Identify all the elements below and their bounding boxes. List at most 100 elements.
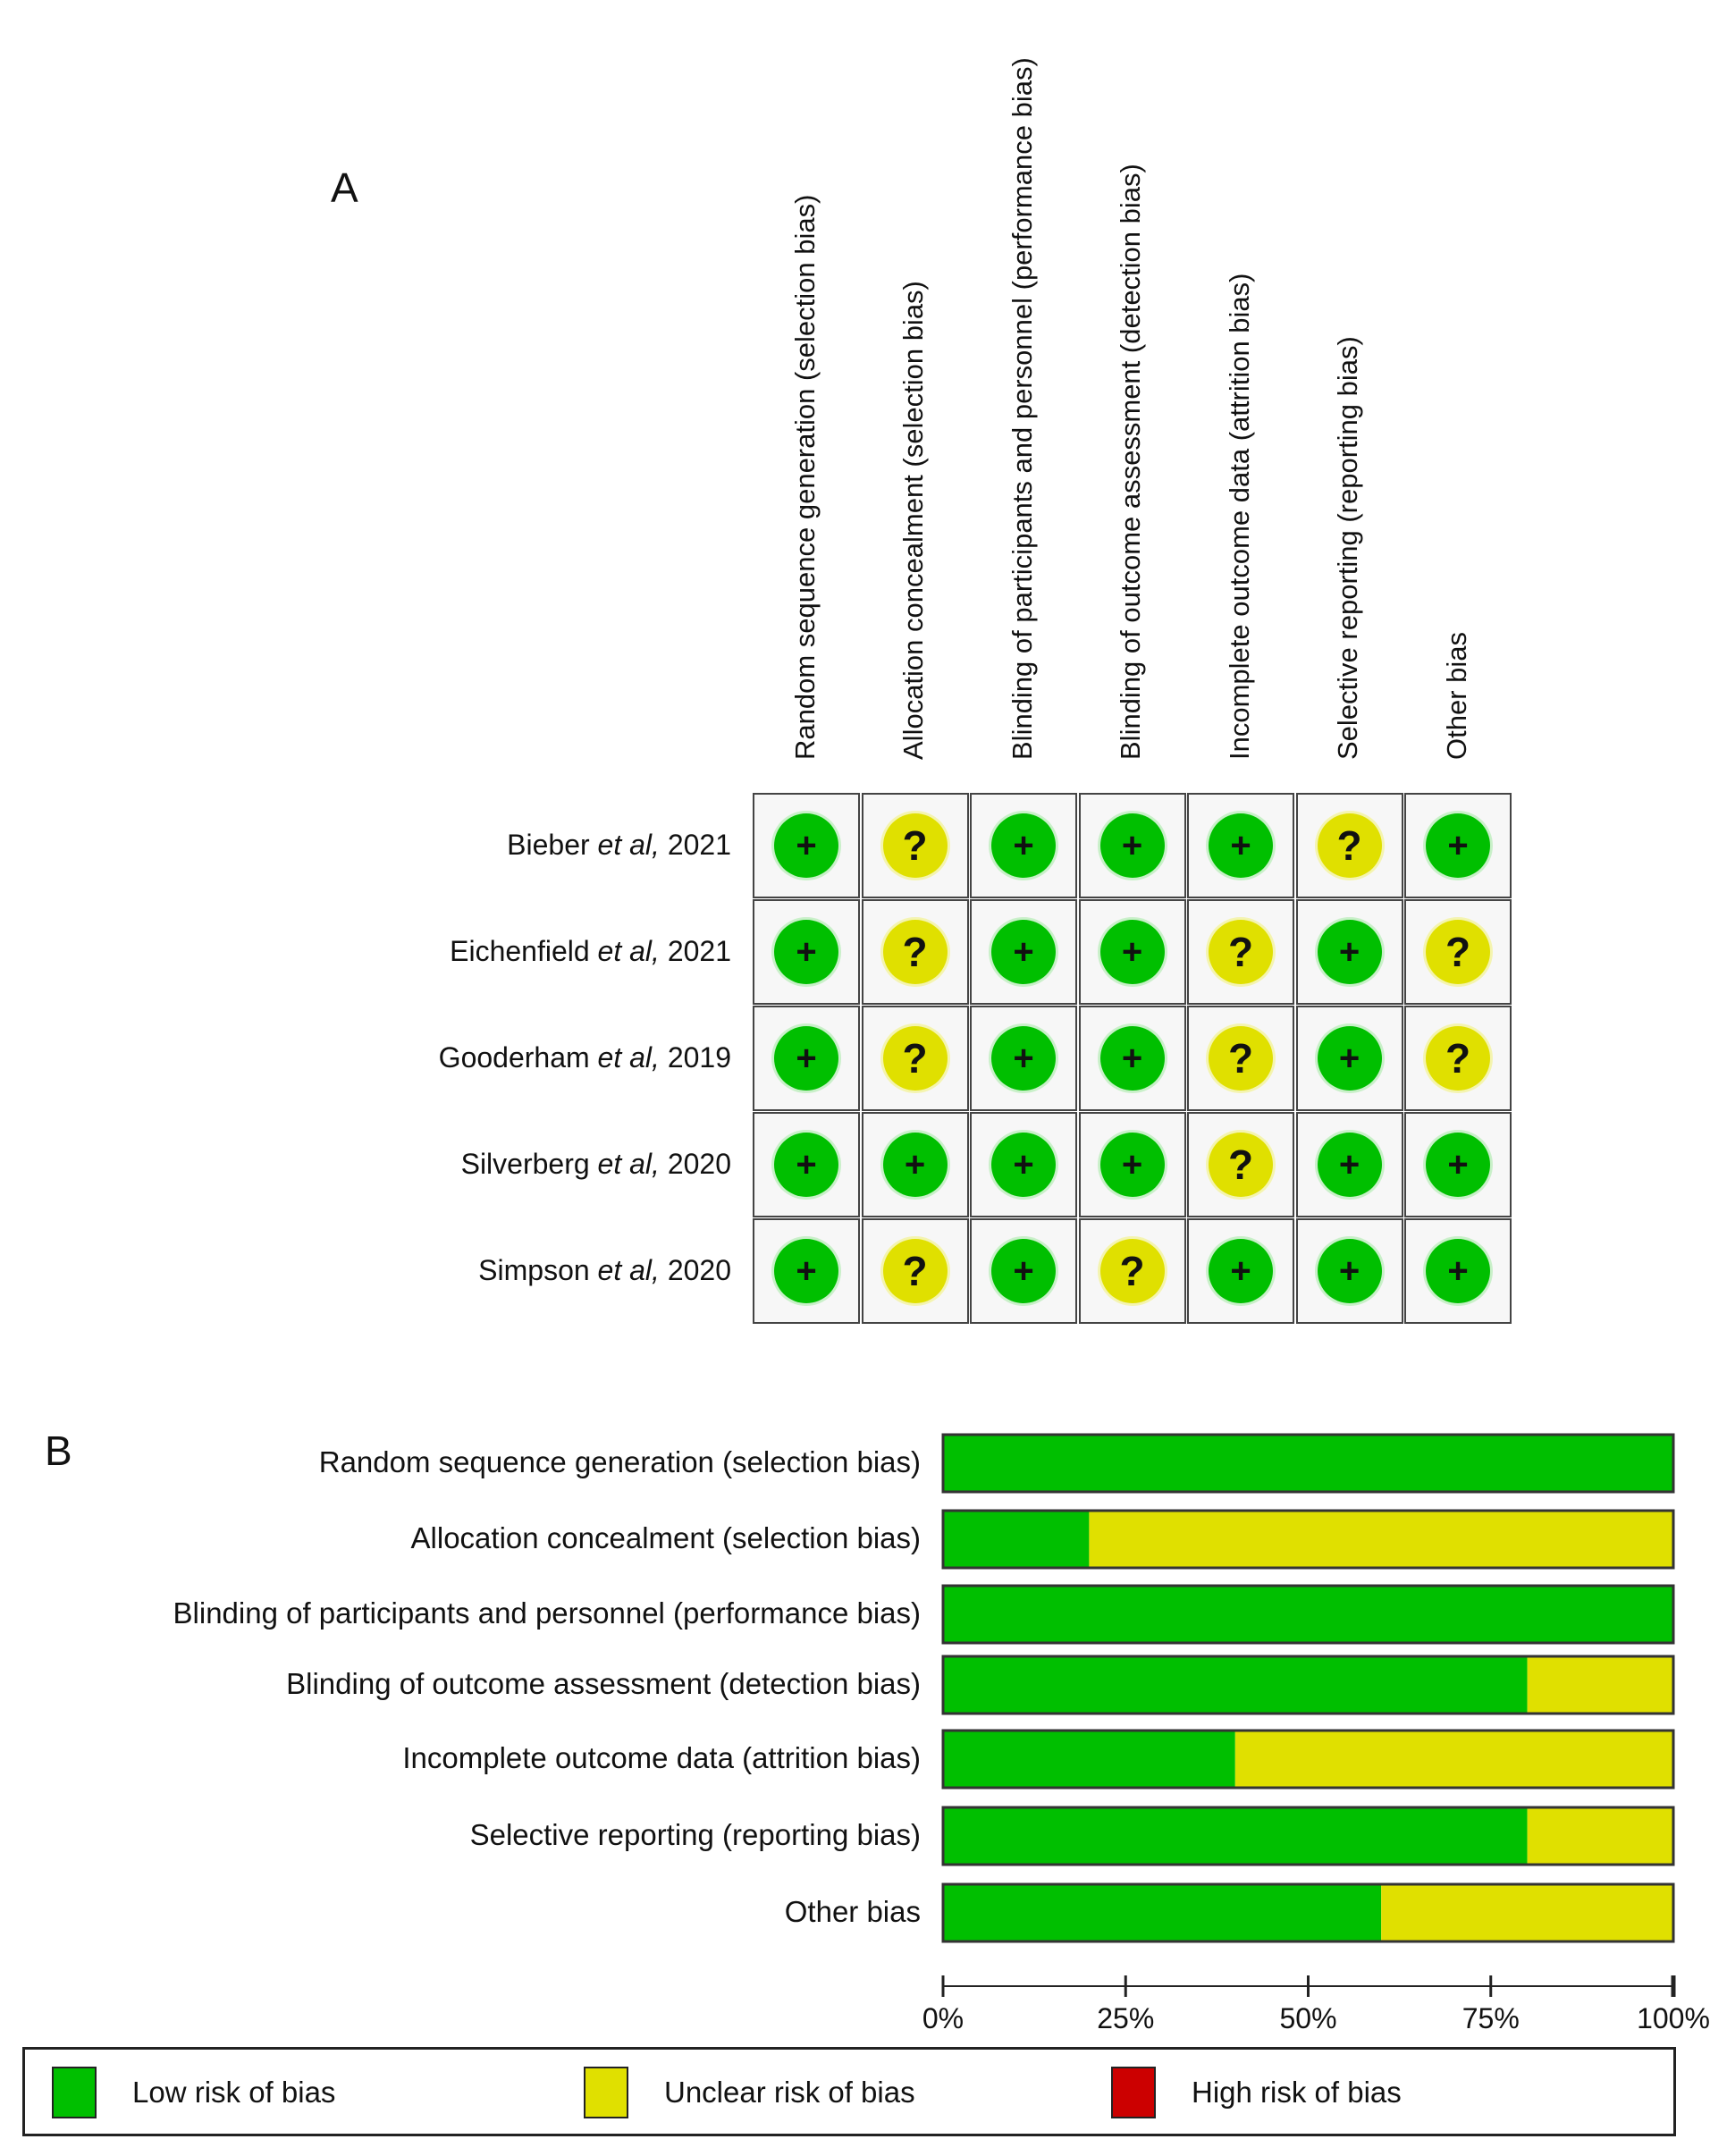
unclear-risk-icon: ? xyxy=(882,813,948,878)
bar-segment xyxy=(1527,1807,1673,1865)
study-year: 2020 xyxy=(667,1253,731,1286)
bar-segment xyxy=(1381,1884,1673,1941)
rating-cell: ? xyxy=(1404,899,1512,1005)
bar-outline xyxy=(941,1584,1675,1645)
rating-cell: ? xyxy=(1187,1112,1294,1217)
unclear-risk-icon: ? xyxy=(1209,920,1273,984)
bar-segment xyxy=(1234,1731,1673,1788)
rating-cell: ? xyxy=(1187,899,1294,1005)
low-risk-icon: + xyxy=(1209,1239,1273,1303)
rating-cell: + xyxy=(1078,899,1186,1005)
rating-cell: ? xyxy=(1078,1218,1186,1324)
unclear-risk-icon: ? xyxy=(1209,1026,1273,1091)
rating-cell: + xyxy=(1078,793,1186,898)
study-etal: et al, xyxy=(597,934,660,967)
study-year: 2021 xyxy=(667,828,731,861)
x-tick-label: 25% xyxy=(1097,2002,1155,2034)
study-label: Silverberg et al, 2020 xyxy=(231,1148,731,1181)
bar-segment xyxy=(943,1511,1090,1568)
low-risk-icon: + xyxy=(1099,1133,1165,1197)
bar-outline xyxy=(941,1882,1675,1943)
unclear-risk-icon: ? xyxy=(882,1239,948,1303)
rating-cell: + xyxy=(1295,899,1403,1005)
legend-swatch xyxy=(1111,2067,1156,2118)
rating-cell: ? xyxy=(1295,793,1403,898)
low-risk-icon: + xyxy=(991,1026,1056,1091)
rating-cell: + xyxy=(1404,793,1512,898)
study-author: Silverberg xyxy=(460,1147,590,1180)
x-tick-label: 100% xyxy=(1637,2002,1710,2034)
panel-b-label: B xyxy=(45,1428,72,1474)
low-risk-icon: + xyxy=(774,1239,838,1303)
rating-cell: + xyxy=(1187,793,1294,898)
study-year: 2020 xyxy=(667,1147,731,1180)
bar-segment xyxy=(1089,1511,1673,1568)
legend-item: Unclear risk of bias xyxy=(584,2066,915,2119)
unclear-risk-icon: ? xyxy=(882,1026,948,1091)
rating-cell: + xyxy=(861,1112,969,1217)
rating-cell: + xyxy=(970,793,1077,898)
unclear-risk-icon: ? xyxy=(1209,1133,1273,1197)
rating-cell: + xyxy=(1078,1006,1186,1111)
rating-cell: + xyxy=(1404,1112,1512,1217)
bar-segment xyxy=(1527,1656,1673,1714)
study-author: Gooderham xyxy=(438,1040,590,1074)
rating-cell: + xyxy=(753,899,860,1005)
legend-item: Low risk of bias xyxy=(52,2066,335,2119)
low-risk-icon: + xyxy=(1099,813,1165,878)
low-risk-icon: + xyxy=(991,1133,1056,1197)
legend-item: High risk of bias xyxy=(1111,2066,1402,2119)
study-etal: et al, xyxy=(597,1147,660,1180)
low-risk-icon: + xyxy=(774,813,838,878)
rating-cell: ? xyxy=(861,1218,969,1324)
study-etal: et al, xyxy=(597,1253,660,1286)
rating-cell: ? xyxy=(861,793,969,898)
category-label: Blinding of participants and personnel (… xyxy=(173,1596,921,1630)
bar-segment xyxy=(943,1586,1673,1643)
study-label: Gooderham et al, 2019 xyxy=(231,1041,731,1074)
rating-cell: + xyxy=(970,1006,1077,1111)
rating-cell: + xyxy=(1187,1218,1294,1324)
study-year: 2021 xyxy=(667,934,731,967)
bar-chart xyxy=(941,1433,1676,1997)
unclear-risk-icon: ? xyxy=(1426,1026,1490,1091)
low-risk-icon: + xyxy=(774,920,838,984)
rating-cell: + xyxy=(753,793,860,898)
study-author: Eichenfield xyxy=(450,934,590,967)
rating-cell: ? xyxy=(861,1006,969,1111)
bar-segment xyxy=(943,1884,1382,1941)
rating-cell: + xyxy=(970,1218,1077,1324)
rating-cell: + xyxy=(1295,1006,1403,1111)
bar-outline xyxy=(941,1509,1675,1570)
x-tick-label: 0% xyxy=(922,2002,965,2034)
low-risk-icon: + xyxy=(1426,1133,1490,1197)
rating-cell: + xyxy=(1078,1112,1186,1217)
low-risk-icon: + xyxy=(1317,1133,1382,1197)
category-label: Incomplete outcome data (attrition bias) xyxy=(402,1741,921,1774)
bar-segment xyxy=(943,1731,1235,1788)
bar-outline xyxy=(941,1806,1675,1866)
category-label: Allocation concealment (selection bias) xyxy=(410,1521,921,1554)
study-author: Bieber xyxy=(507,828,590,861)
rating-cell: + xyxy=(1295,1218,1403,1324)
study-label: Eichenfield et al, 2021 xyxy=(231,935,731,968)
rating-cell: + xyxy=(753,1112,860,1217)
category-label: Blinding of outcome assessment (detectio… xyxy=(286,1667,921,1700)
legend-label: High risk of bias xyxy=(1192,2076,1402,2109)
rating-cell: + xyxy=(753,1006,860,1111)
study-label: Bieber et al, 2021 xyxy=(231,829,731,862)
rating-cell: ? xyxy=(1404,1006,1512,1111)
low-risk-icon: + xyxy=(991,1239,1056,1303)
low-risk-icon: + xyxy=(1317,920,1382,984)
low-risk-icon: + xyxy=(1317,1239,1382,1303)
study-label: Simpson et al, 2020 xyxy=(231,1254,731,1287)
low-risk-icon: + xyxy=(774,1133,838,1197)
low-risk-icon: + xyxy=(1426,1239,1490,1303)
rating-cell: + xyxy=(753,1218,860,1324)
rating-cell: ? xyxy=(861,899,969,1005)
low-risk-icon: + xyxy=(1099,920,1165,984)
unclear-risk-icon: ? xyxy=(882,920,948,984)
rating-cell: + xyxy=(1404,1218,1512,1324)
bar-outline xyxy=(941,1655,1675,1715)
x-tick-label: 75% xyxy=(1462,2002,1520,2034)
